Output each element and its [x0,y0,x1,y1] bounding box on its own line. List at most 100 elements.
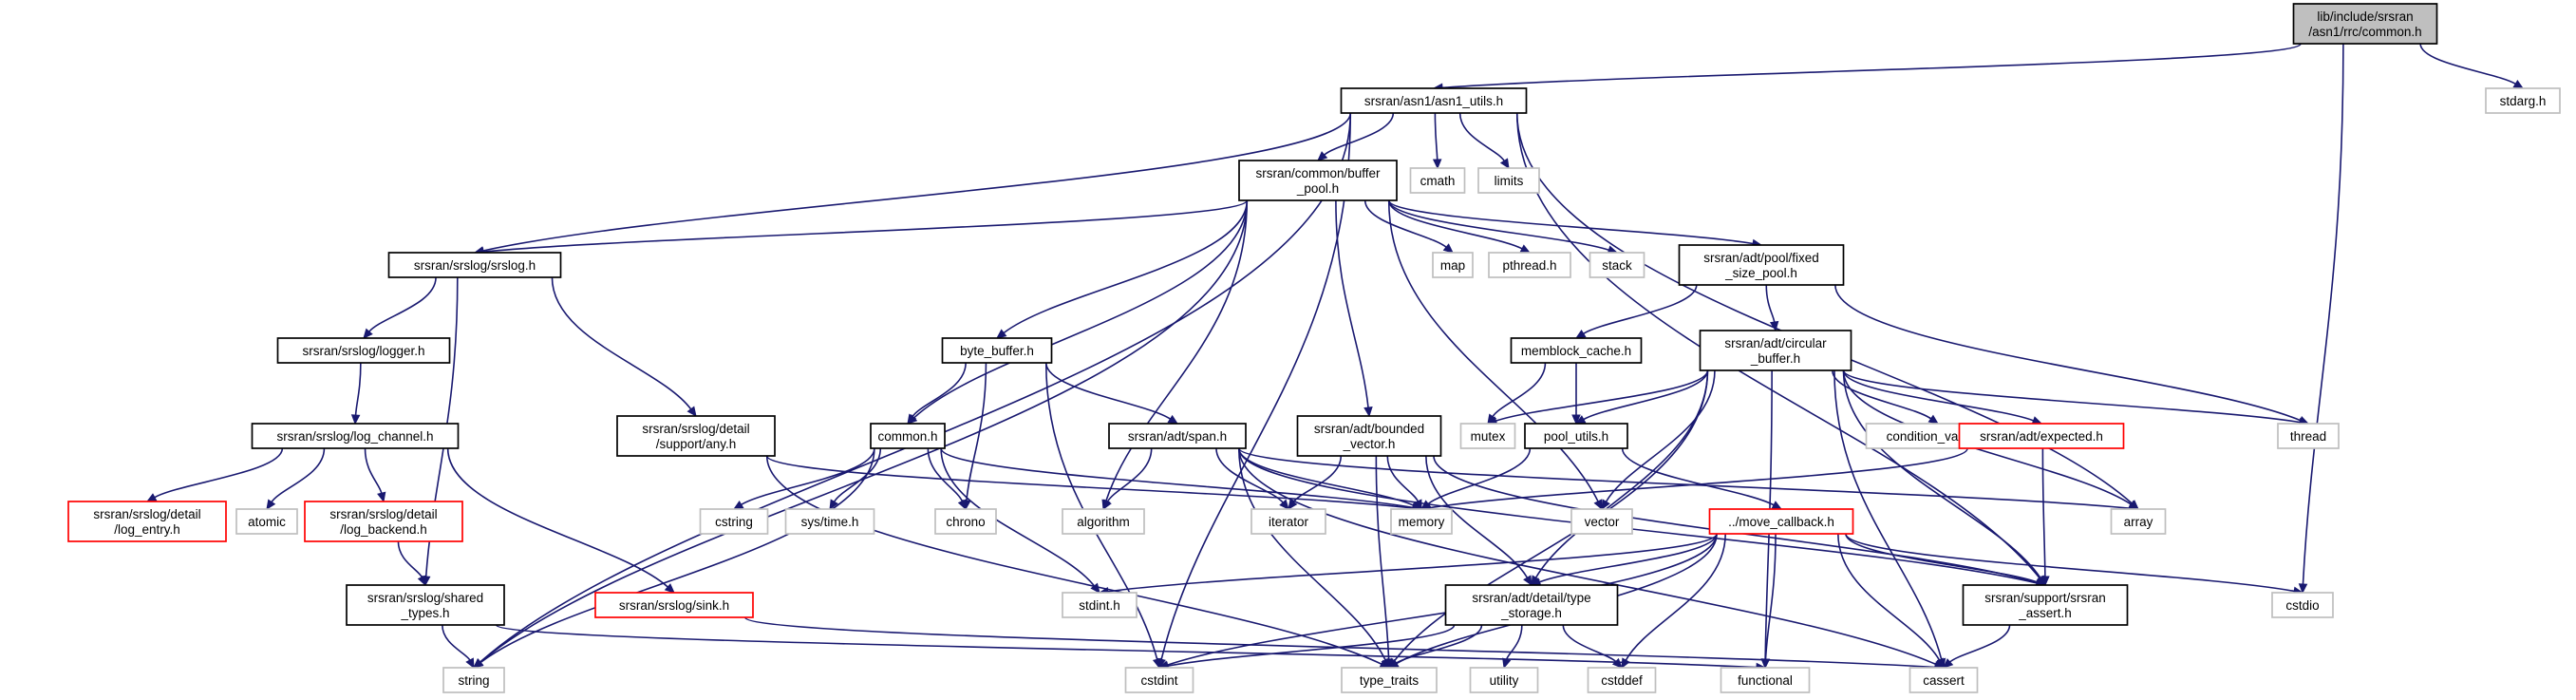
edge-line [1837,533,1941,661]
node-label: cstdint [1140,673,1177,688]
node-move-cb[interactable]: ../move_callback.h [1708,508,1854,535]
node-stdint: stdint.h [1062,592,1138,618]
node-box [276,337,451,364]
edge-fixed-pool-to-circular [1765,284,1779,332]
node-common[interactable]: common.h [870,423,946,449]
edge-line [1621,447,1775,506]
node-pool-utils[interactable]: pool_utils.h [1524,423,1628,449]
edge-common-to-string [473,447,875,669]
edge-arrowhead [1935,657,1945,670]
edge-line [1492,362,1547,418]
node-byte-buffer[interactable]: byte_buffer.h [941,337,1053,364]
edge-circular-to-mutex [1486,369,1709,426]
node-box [1469,667,1539,693]
node-root[interactable]: lib/include/srsran/asn1/rrc/common.h [2292,3,2438,45]
node-box [387,252,562,278]
edge-line [1238,447,1937,666]
node-label: _buffer.h [1750,351,1800,366]
node-box [1124,667,1194,693]
node-limits: limits [1477,167,1540,194]
node-bounded[interactable]: srsran/adt/bounded_vector.h [1296,415,1442,457]
edge-line [2302,43,2344,585]
edge-arrowhead [1442,243,1454,254]
edge-line [1107,533,1718,593]
edge-line [1539,533,1718,583]
edge-type-storage-to-cstddef [1562,624,1623,669]
edge-common-to-stdint [940,447,1100,594]
edge-arrowhead [1432,159,1442,170]
edge-arrowhead [1519,244,1532,254]
edge-buffer-pool-to-vector [1387,199,1603,511]
node-label: pthread.h [1502,258,1556,273]
edge-arrowhead [1090,582,1100,594]
edge-arrowhead [1152,657,1162,670]
edge-line [1845,533,2295,593]
edge-line [1605,369,1716,502]
edge-log-channel-to-atomic [266,447,326,511]
edge-arrowhead [1593,499,1603,511]
edge-arrowhead [1523,575,1532,587]
node-memblock[interactable]: memblock_cache.h [1510,337,1643,364]
node-label: /asn1/rrc/common.h [2308,25,2421,39]
node-box [1962,584,2129,626]
node-log-channel[interactable]: srsran/srslog/log_channel.h [251,423,460,449]
node-sink[interactable]: srsran/srslog/sink.h [594,592,754,618]
edge-circular-to-pool-utils [1574,369,1709,425]
node-log-backend[interactable]: srsran/srslog/detail/log_backend.h [304,501,463,542]
node-buffer-pool[interactable]: srsran/common/buffer_pool.h [1238,160,1398,201]
edge-byte-buffer-to-chrono [962,362,987,511]
edge-root-to-asn1-utils [1432,43,2302,93]
node-utility: utility [1469,667,1539,693]
node-label: _storage.h [1500,606,1562,620]
edge-srslog-to-detail-any [551,276,697,417]
edge-shared-types-to-functional [495,624,1767,672]
edge-line [1335,199,1369,408]
node-box [1699,330,1852,371]
edge-arrowhead [1279,499,1289,510]
node-detail-any[interactable]: srsran/srslog/detail/support/any.h [616,415,776,457]
edge-memblock-to-mutex [1487,362,1547,426]
edge-arrowhead [996,329,1007,339]
edge-span-to-cassert [1238,447,1946,669]
node-circular[interactable]: srsran/adt/circular_buffer.h [1699,330,1852,371]
edge-line [1387,199,1609,252]
edge-arrowhead [363,328,373,339]
node-srsran-assert[interactable]: srsran/support/srsran_assert.h [1962,584,2129,626]
edge-arrowhead [473,658,484,669]
node-label: _pool.h [1296,181,1339,196]
node-box [346,584,505,626]
edge-line [1238,447,2038,584]
node-type-storage[interactable]: srsran/adt/detail/type_storage.h [1444,584,1619,626]
edge-line [1292,455,1343,503]
edge-arrowhead [1927,414,1940,425]
edge-arrowhead [1621,657,1630,670]
node-box [304,501,463,542]
node-span[interactable]: srsran/adt/span.h [1108,423,1247,449]
edge-buffer-pool-to-map [1363,199,1454,254]
node-asn1-utils[interactable]: srsran/asn1/asn1_utils.h [1340,87,1528,114]
node-expected[interactable]: srsran/adt/expected.h [1958,423,2125,449]
node-log-entry[interactable]: srsran/srslog/detail/log_entry.h [67,501,227,542]
node-fixed-pool[interactable]: srsran/adt/pool/fixed_size_pool.h [1678,244,1845,286]
node-box [1432,252,1474,278]
node-logger[interactable]: srsran/srslog/logger.h [276,337,451,364]
node-label: map [1440,258,1465,273]
edge-root-to-stdarg [2419,43,2525,89]
node-label: ../move_callback.h [1728,515,1834,529]
edge-arrowhead [1601,499,1610,511]
edge-arrowhead [686,406,697,417]
edge-line [913,199,1249,419]
edge-circular-to-thread [1842,369,2310,427]
edge-move-cb-to-cstdint [1157,533,1718,670]
node-box [1062,592,1138,618]
node-label: byte_buffer.h [960,344,1034,358]
edge-line [741,447,875,506]
edge-line [1238,447,2131,509]
node-label: /log_backend.h [340,522,427,537]
node-srslog[interactable]: srsran/srslog/srslog.h [387,252,562,278]
node-shared-types[interactable]: srsran/srslog/shared_types.h [346,584,505,626]
edge-line [495,624,1758,669]
edge-arrowhead [1413,499,1422,511]
node-thread: thread [2277,423,2340,449]
edge-fixed-pool-to-memblock [1574,284,1698,339]
